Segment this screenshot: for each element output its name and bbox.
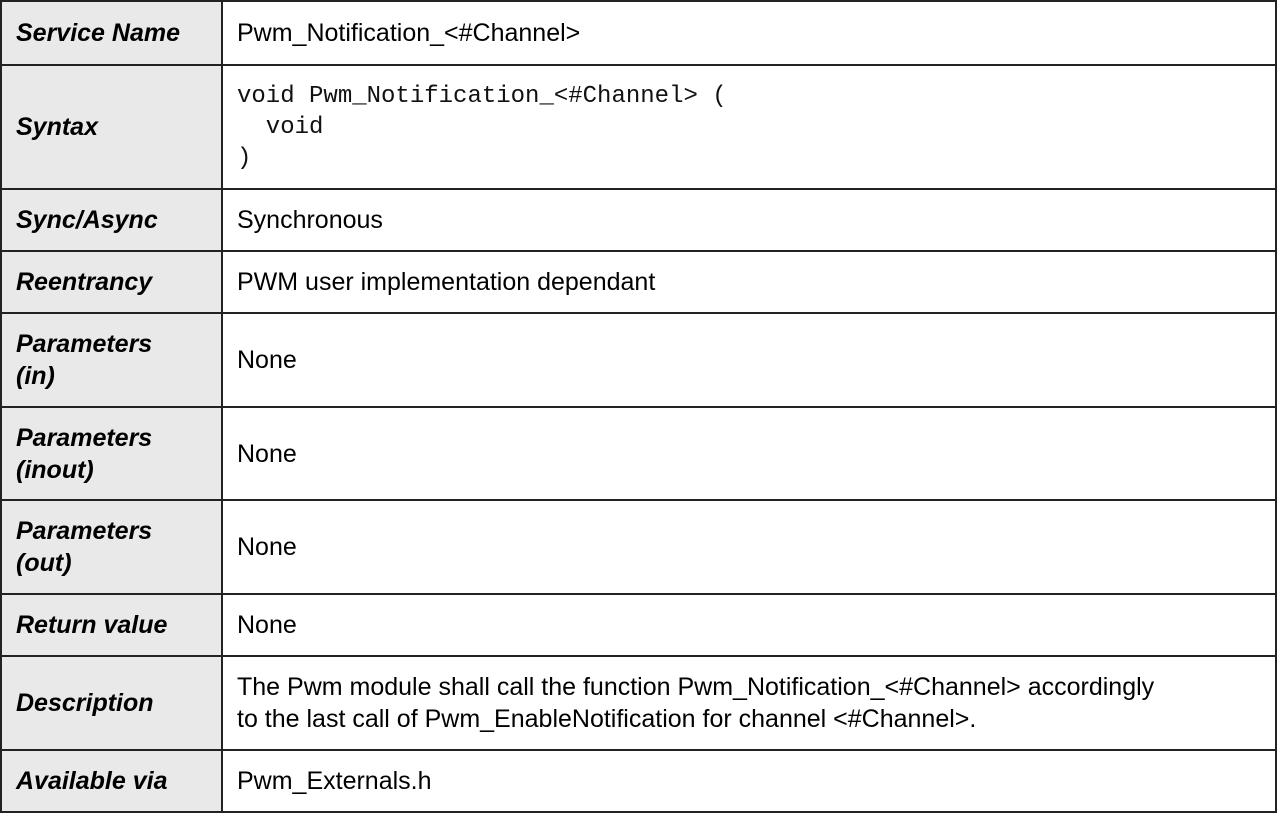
parameters-out-label-line1: Parameters <box>16 517 153 545</box>
reentrancy-label: Reentrancy <box>0 250 223 314</box>
parameters-inout-label: Parameters (inout) <box>0 406 223 501</box>
parameters-out-label-line2: (out) <box>16 549 72 577</box>
row-sync-async: Sync/Async Synchronous <box>0 188 1277 252</box>
parameters-in-label-line2: (in) <box>16 362 55 390</box>
parameters-in-label: Parameters (in) <box>0 312 223 408</box>
service-name-value: Pwm_Notification_<#Channel> <box>221 0 1277 66</box>
row-available-via: Available via Pwm_Externals.h <box>0 749 1277 813</box>
return-value-label: Return value <box>0 593 223 657</box>
parameters-in-value: None <box>221 312 1277 408</box>
available-via-label: Available via <box>0 749 223 813</box>
parameters-inout-label-line2: (inout) <box>16 455 94 484</box>
sync-async-label: Sync/Async <box>0 188 223 252</box>
return-value-value: None <box>221 593 1277 657</box>
row-service-name: Service Name Pwm_Notification_<#Channel> <box>0 0 1277 66</box>
parameters-out-value: None <box>221 499 1277 595</box>
service-name-label: Service Name <box>0 0 223 66</box>
description-label: Description <box>0 655 223 751</box>
description-line-2: to the last call of Pwm_EnableNotificati… <box>237 705 977 733</box>
description-line-1: The Pwm module shall call the function P… <box>237 673 1155 701</box>
row-syntax: Syntax void Pwm_Notification_<#Channel> … <box>0 64 1277 190</box>
syntax-label: Syntax <box>0 64 223 190</box>
sync-async-value: Synchronous <box>221 188 1277 252</box>
syntax-line-2: void <box>237 113 324 141</box>
row-return-value: Return value None <box>0 593 1277 657</box>
available-via-value: Pwm_Externals.h <box>221 749 1277 813</box>
row-parameters-inout: Parameters (inout) None <box>0 406 1277 501</box>
row-reentrancy: Reentrancy PWM user implementation depen… <box>0 250 1277 314</box>
syntax-line-3: ) <box>237 144 252 172</box>
reentrancy-value: PWM user implementation dependant <box>221 250 1277 314</box>
syntax-line-1: void Pwm_Notification_<#Channel> ( <box>237 82 727 110</box>
row-parameters-out: Parameters (out) None <box>0 499 1277 595</box>
row-parameters-in: Parameters (in) None <box>0 312 1277 408</box>
syntax-value: void Pwm_Notification_<#Channel> ( void) <box>221 64 1277 190</box>
parameters-inout-value: None <box>221 406 1277 501</box>
parameters-out-label: Parameters (out) <box>0 499 223 595</box>
row-description: Description The Pwm module shall call th… <box>0 655 1277 751</box>
syntax-code: void Pwm_Notification_<#Channel> ( void) <box>237 81 1261 174</box>
parameters-in-label-line1: Parameters <box>16 330 153 358</box>
description-value: The Pwm module shall call the function P… <box>221 655 1277 751</box>
parameters-inout-label-line1: Parameters <box>16 423 153 452</box>
